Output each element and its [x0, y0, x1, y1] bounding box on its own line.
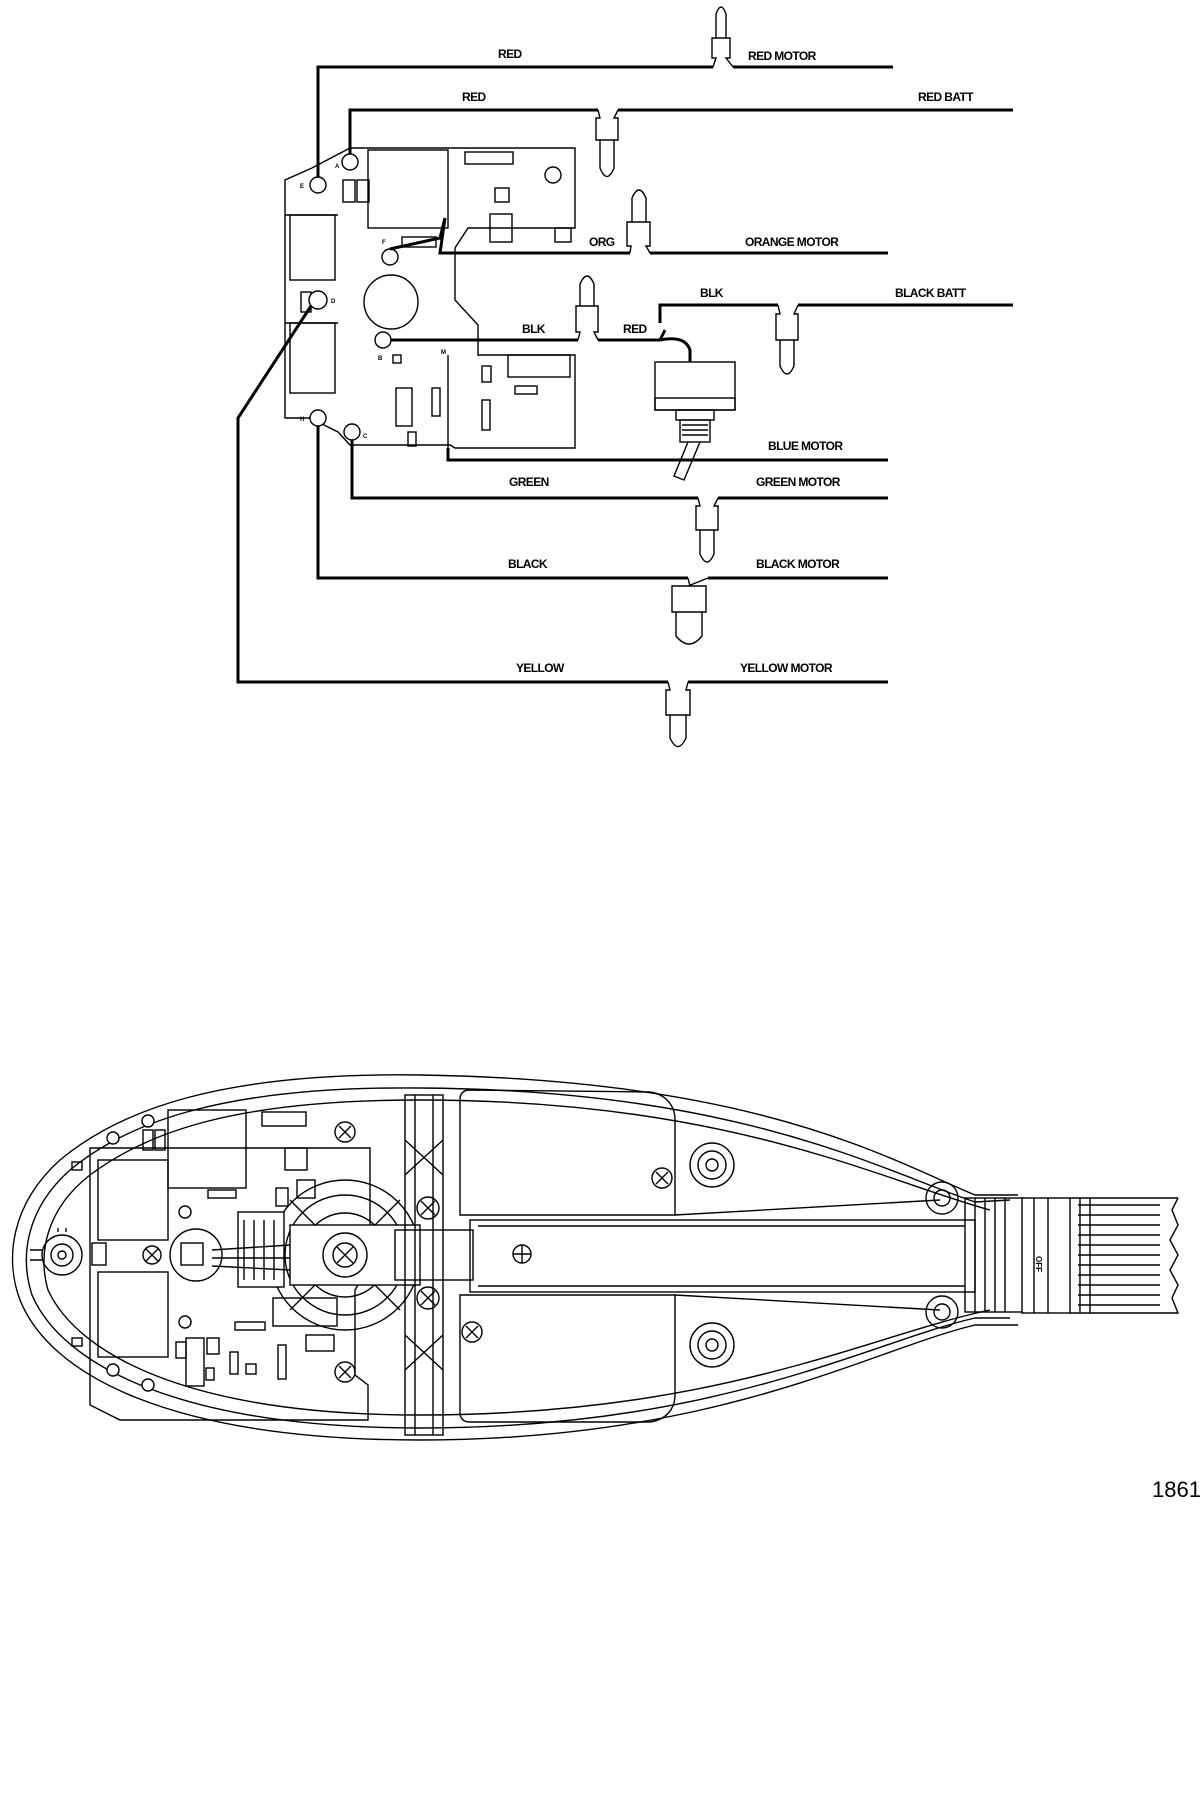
terminal-e-label: E — [300, 184, 304, 190]
label-yellow-motor: YELLOW MOTOR — [740, 661, 833, 675]
grip-off-label: OFF — [1034, 1256, 1043, 1272]
pivot-rear-lower — [925, 1295, 959, 1329]
screw-3 — [142, 1245, 162, 1265]
terminal-e-hole — [309, 176, 327, 194]
connector-black-motor — [671, 577, 709, 645]
terminal-d-hole — [308, 290, 328, 310]
terminal-m-label: M — [441, 350, 446, 356]
lower-cover-panel — [459, 1294, 676, 1423]
connector-red-batt — [595, 109, 619, 178]
connector-blk — [575, 275, 599, 341]
terminal-a-label: A — [335, 164, 340, 170]
label-black-batt: BLACK BATT — [895, 286, 967, 300]
nose-mount — [30, 1228, 83, 1276]
wire-yellow — [236, 305, 888, 684]
terminal-f-label: F — [382, 240, 386, 246]
terminal-h-label: H — [300, 417, 304, 423]
pivot-rear-upper — [925, 1181, 959, 1215]
label-green: GREEN — [509, 475, 549, 489]
screw-4 — [416, 1196, 440, 1220]
wire-orange — [389, 217, 888, 255]
terminal-c-hole — [343, 423, 361, 441]
label-black-motor: BLACK MOTOR — [756, 557, 840, 571]
connector-green-motor — [695, 497, 719, 563]
label-red-motor: RED MOTOR — [748, 49, 817, 63]
steering-gear-assembly — [211, 1179, 421, 1331]
connector-yellow-motor — [665, 681, 691, 748]
label-black: BLACK — [508, 557, 548, 571]
screw-6 — [651, 1167, 673, 1189]
wire-blue-motor — [446, 448, 888, 462]
label-red-mid: RED — [462, 90, 486, 104]
label-org: ORG — [589, 235, 615, 249]
capacitor-circle — [363, 274, 419, 330]
label-red-batt: RED BATT — [918, 90, 974, 104]
terminal-d-label: D — [331, 299, 336, 305]
terminal-a-hole — [341, 153, 359, 171]
wire-green — [350, 440, 888, 500]
upper-cover-panel — [459, 1089, 676, 1216]
toggle-switch — [654, 337, 736, 481]
terminal-b-label: B — [378, 356, 383, 362]
connector-black-batt — [775, 304, 799, 375]
wire-red-batt — [348, 108, 1013, 154]
relay-block — [367, 149, 449, 229]
terminal-c-label: C — [363, 434, 368, 440]
label-red-switch: RED — [623, 322, 647, 336]
wire-black-batt — [658, 303, 1013, 323]
figure-number: 1861 — [1152, 1477, 1200, 1502]
label-blue-motor: BLUE MOTOR — [768, 439, 843, 453]
label-blk-upper: BLK — [700, 286, 724, 300]
mounting-bracket — [404, 1094, 444, 1436]
head-housing-outer — [11, 1074, 1018, 1441]
head-relay-block — [167, 1109, 247, 1189]
pivot-lower — [689, 1322, 735, 1368]
connector-red-motor — [711, 6, 734, 68]
motor-head-top-view: OFF — [11, 1074, 1180, 1441]
wire-black — [316, 426, 888, 580]
twist-grip-handle: OFF — [1021, 1197, 1180, 1314]
screw-2 — [334, 1361, 356, 1383]
label-yellow: YELLOW — [516, 661, 565, 675]
label-green-motor: GREEN MOTOR — [756, 475, 841, 489]
screw-5 — [416, 1286, 440, 1310]
pivot-upper — [689, 1142, 735, 1188]
wire-red-top — [316, 65, 893, 177]
label-orange-motor: ORANGE MOTOR — [745, 235, 839, 249]
terminal-f-hole — [381, 248, 399, 266]
wiring-diagram: E A F D B H C M — [236, 6, 1013, 748]
connector-orange — [626, 189, 651, 254]
label-red-top: RED — [498, 47, 522, 61]
label-blk-lower: BLK — [522, 322, 546, 336]
tiller-arm — [394, 1199, 976, 1311]
head-capacitor — [169, 1228, 223, 1282]
terminal-h-hole — [309, 409, 327, 427]
terminal-b-hole — [374, 331, 392, 349]
screw-7 — [461, 1321, 483, 1343]
screw-1 — [334, 1121, 356, 1143]
circuit-board-outline — [284, 147, 576, 449]
